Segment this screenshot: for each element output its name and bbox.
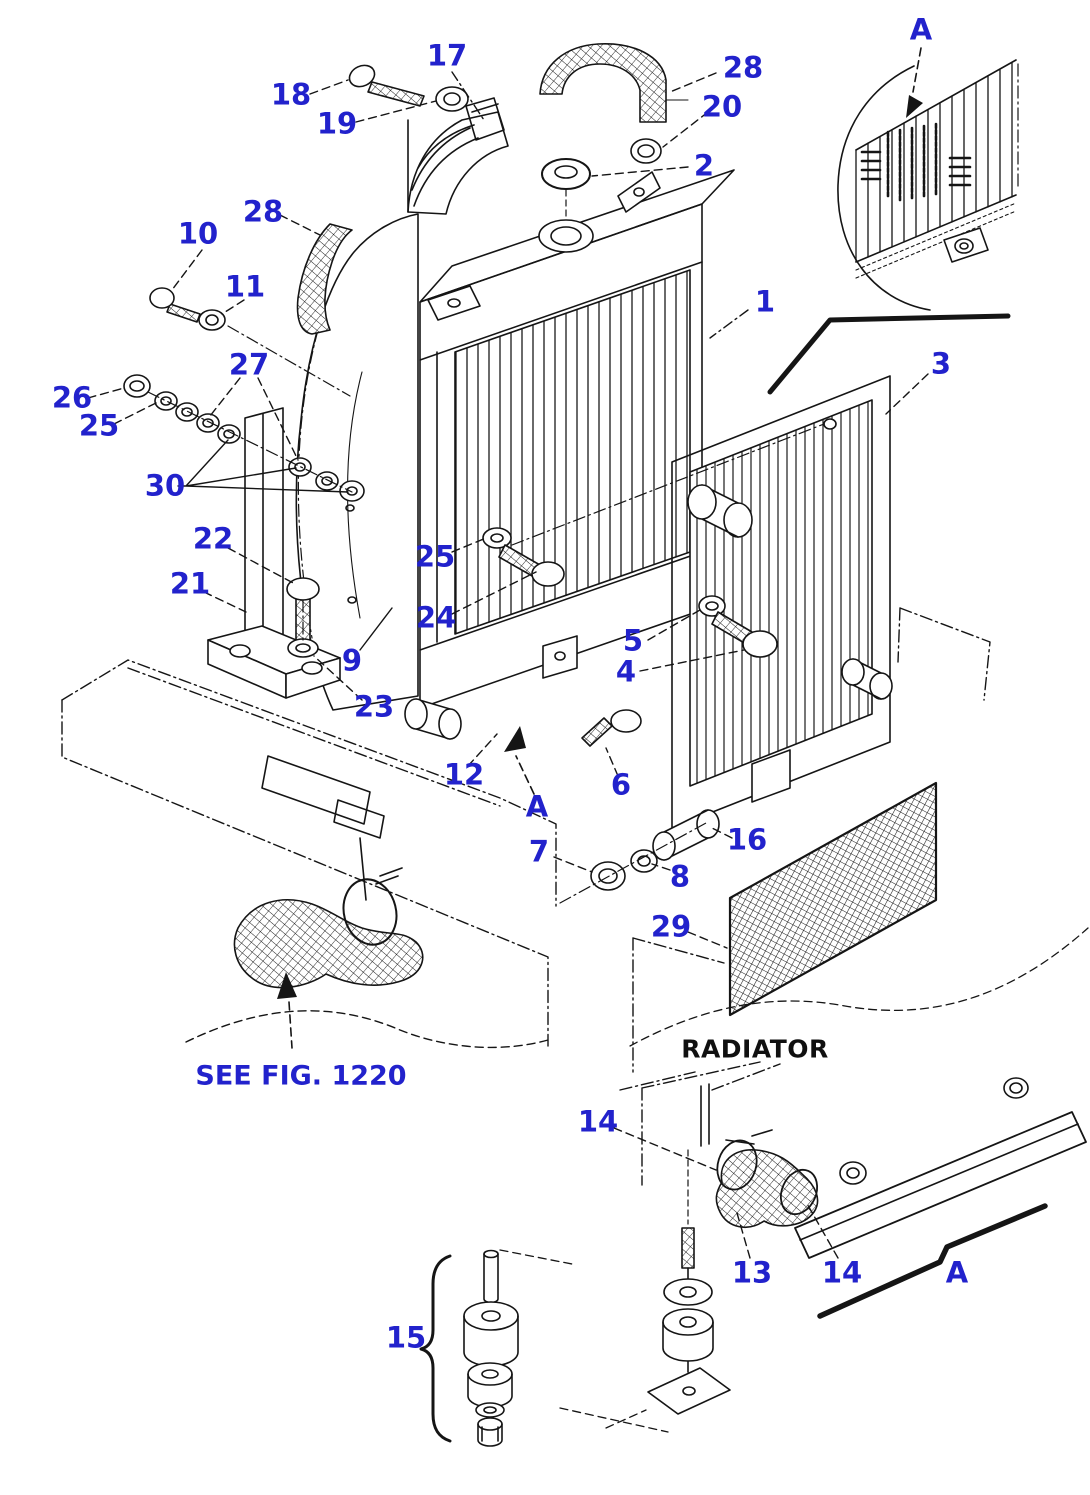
bolt-24-head (531, 561, 565, 587)
bolt-4-head (742, 630, 778, 658)
leader-lines (87, 71, 929, 1259)
bolt-18-head (348, 64, 376, 88)
washer-19 (435, 86, 469, 112)
lower-left-elbow-hose (233, 899, 424, 989)
see-fig-arrow (277, 972, 297, 999)
nut-20 (630, 138, 662, 164)
bolt-10-head (149, 287, 175, 309)
elbow-hose-13 (715, 1149, 819, 1229)
nut-7 (590, 861, 626, 891)
washer-25-mid (482, 527, 512, 549)
detail-view-a (837, 59, 1019, 311)
nut-26 (123, 374, 151, 398)
washer-11 (198, 309, 226, 331)
curly-brace (419, 1254, 452, 1443)
bolt-22-head (286, 577, 320, 601)
main-radiator (404, 158, 735, 740)
bolt-18-shank (367, 81, 425, 107)
section-markers (277, 47, 1048, 1319)
hoses (233, 43, 819, 1229)
hose-clamp (342, 878, 398, 946)
chassis-bottom-right (605, 927, 1089, 1429)
chassis-left-phantom (61, 607, 991, 1049)
washer (663, 1278, 713, 1306)
washer-5 (698, 595, 726, 617)
upper-hose-28 (539, 43, 667, 123)
view-arrow-mid (504, 726, 526, 752)
axis-lines (147, 325, 825, 904)
hose-clamp-14-left (716, 1139, 758, 1191)
left-hose-28 (296, 223, 353, 335)
oil-cooler (671, 375, 893, 829)
support-bracket-21 (207, 407, 341, 699)
mount-stack-15 (419, 1249, 669, 1447)
chassis-left-details (261, 755, 385, 901)
bolt-10-shank (166, 303, 201, 323)
hardware (123, 64, 778, 891)
washer-8 (630, 849, 658, 873)
mount-plate (794, 1111, 1087, 1259)
fan-behind-grille (860, 122, 972, 202)
bolt-6-shank (581, 717, 613, 747)
grille-slats (855, 62, 1013, 263)
washer-23 (287, 638, 319, 658)
hose-clamp-14-right (779, 1168, 819, 1216)
threaded-rod (681, 1227, 695, 1269)
mesh-screen-29 (728, 781, 938, 1017)
view-arrow-top (906, 95, 923, 118)
cushion (662, 1308, 714, 1336)
bolt-6-head (610, 709, 642, 733)
clamp-plate (647, 1367, 731, 1415)
